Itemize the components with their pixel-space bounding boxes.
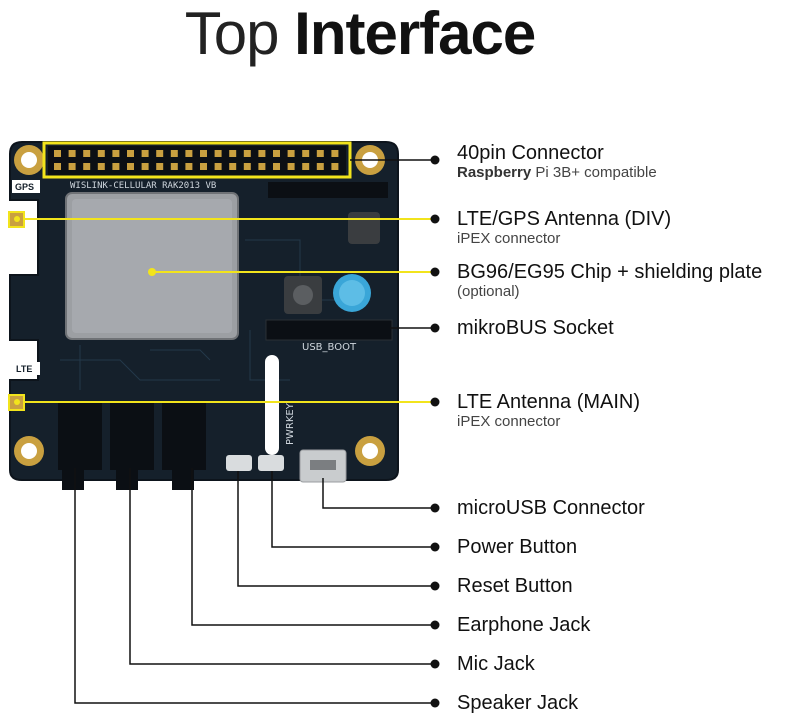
sub-40pin-rest: Pi 3B+ compatible [531, 164, 657, 181]
leader-dots [430, 155, 440, 708]
callout-earphone: Earphone Jack [457, 614, 590, 636]
sub-40pin: Raspberry Pi 3B+ compatible [457, 164, 657, 182]
header-pin [185, 163, 193, 170]
pwrkey-text: PWRKEY [285, 402, 296, 445]
callout-speaker: Speaker Jack [457, 692, 578, 714]
callout-lte-gps: LTE/GPS Antenna (DIV) iPEX connector [457, 208, 671, 248]
callout-mic: Mic Jack [457, 653, 535, 675]
inductor-2 [348, 212, 380, 244]
label-lte-gps: LTE/GPS Antenna (DIV) [457, 208, 672, 230]
header-pin [214, 150, 222, 157]
header-pin [273, 163, 280, 170]
header-pin [83, 150, 91, 157]
header-pin [287, 163, 295, 170]
callout-lte-main: LTE Antenna (MAIN) iPEX connector [457, 391, 640, 431]
page-title: Top Interface [0, 0, 720, 68]
header-pin [97, 150, 105, 157]
header-pin [112, 163, 120, 170]
header-pin [200, 150, 207, 157]
header-pin [302, 163, 310, 170]
leader-lines [24, 159, 435, 704]
header-pin [97, 163, 105, 170]
label-microusb: microUSB Connector [457, 497, 645, 519]
header-pin [243, 163, 251, 170]
header-pin [54, 150, 61, 157]
label-speaker: Speaker Jack [457, 692, 579, 714]
title-light: Top [184, 0, 295, 67]
label-mic: Mic Jack [457, 653, 535, 675]
label-reset: Reset Button [457, 575, 573, 597]
callout-40pin: 40pin Connector Raspberry Pi 3B+ compati… [457, 142, 657, 182]
callout-mikrobus: mikroBUS Socket [457, 317, 614, 339]
board-model-text: WISLINK-CELLULAR RAK2013 VB [70, 181, 216, 191]
header-pin [214, 163, 222, 170]
header-pin [185, 150, 193, 157]
header-pin [156, 163, 164, 170]
header-pin [68, 150, 76, 157]
header-pin [54, 163, 61, 170]
header-pin [243, 150, 251, 157]
header-pin [258, 150, 266, 157]
header-pin [200, 163, 207, 170]
header-pin [141, 150, 149, 157]
title-bold: Interface [294, 0, 536, 67]
reset-button [226, 455, 252, 471]
header-pin [316, 150, 324, 157]
header-pin [331, 163, 339, 170]
mikrobus-socket [265, 319, 393, 341]
header-pin [127, 150, 134, 157]
origin-dots [14, 216, 156, 405]
header-pin [68, 163, 76, 170]
sub-lte-main: iPEX connector [457, 413, 561, 430]
header-pin [141, 163, 149, 170]
header-pin [287, 150, 295, 157]
callout-microusb: microUSB Connector [457, 497, 645, 519]
header-pin [156, 150, 164, 157]
sub-lte-gps: iPEX connector [457, 230, 561, 247]
header-pin [112, 150, 120, 157]
slot [265, 355, 279, 455]
gps-label: GPS [15, 182, 34, 192]
lte-label: LTE [16, 364, 32, 374]
callout-power: Power Button [457, 536, 577, 558]
header-pin [170, 163, 178, 170]
usb-boot-text: USB_BOOT [302, 342, 357, 353]
callout-reset: Reset Button [457, 575, 573, 597]
label-mikrobus: mikroBUS Socket [457, 317, 614, 339]
pcb-traces [60, 239, 340, 390]
header-pin [229, 163, 237, 170]
label-earphone: Earphone Jack [457, 614, 591, 636]
audio-jacks [58, 402, 206, 490]
header-pin [331, 150, 339, 157]
sub-40pin-bold: Raspberry [457, 164, 532, 181]
connector-row [268, 182, 388, 198]
header-pin [273, 150, 280, 157]
header-pin [83, 163, 91, 170]
label-chip: BG96/EG95 Chip + shielding plate [457, 261, 763, 283]
header-pin [170, 150, 178, 157]
mounting-holes [14, 145, 385, 466]
header-pin [302, 150, 310, 157]
header-40pin [42, 141, 352, 179]
label-40pin: 40pin Connector [457, 142, 604, 164]
label-lte-main: LTE Antenna (MAIN) [457, 391, 641, 413]
callout-chip: BG96/EG95 Chip + shielding plate (option… [457, 261, 762, 301]
header-pin [127, 163, 134, 170]
header-pin [258, 163, 266, 170]
header-pin [229, 150, 237, 157]
label-power: Power Button [457, 536, 578, 558]
power-button [258, 455, 284, 471]
sub-chip: (optional) [457, 283, 520, 300]
header-pin [316, 163, 324, 170]
